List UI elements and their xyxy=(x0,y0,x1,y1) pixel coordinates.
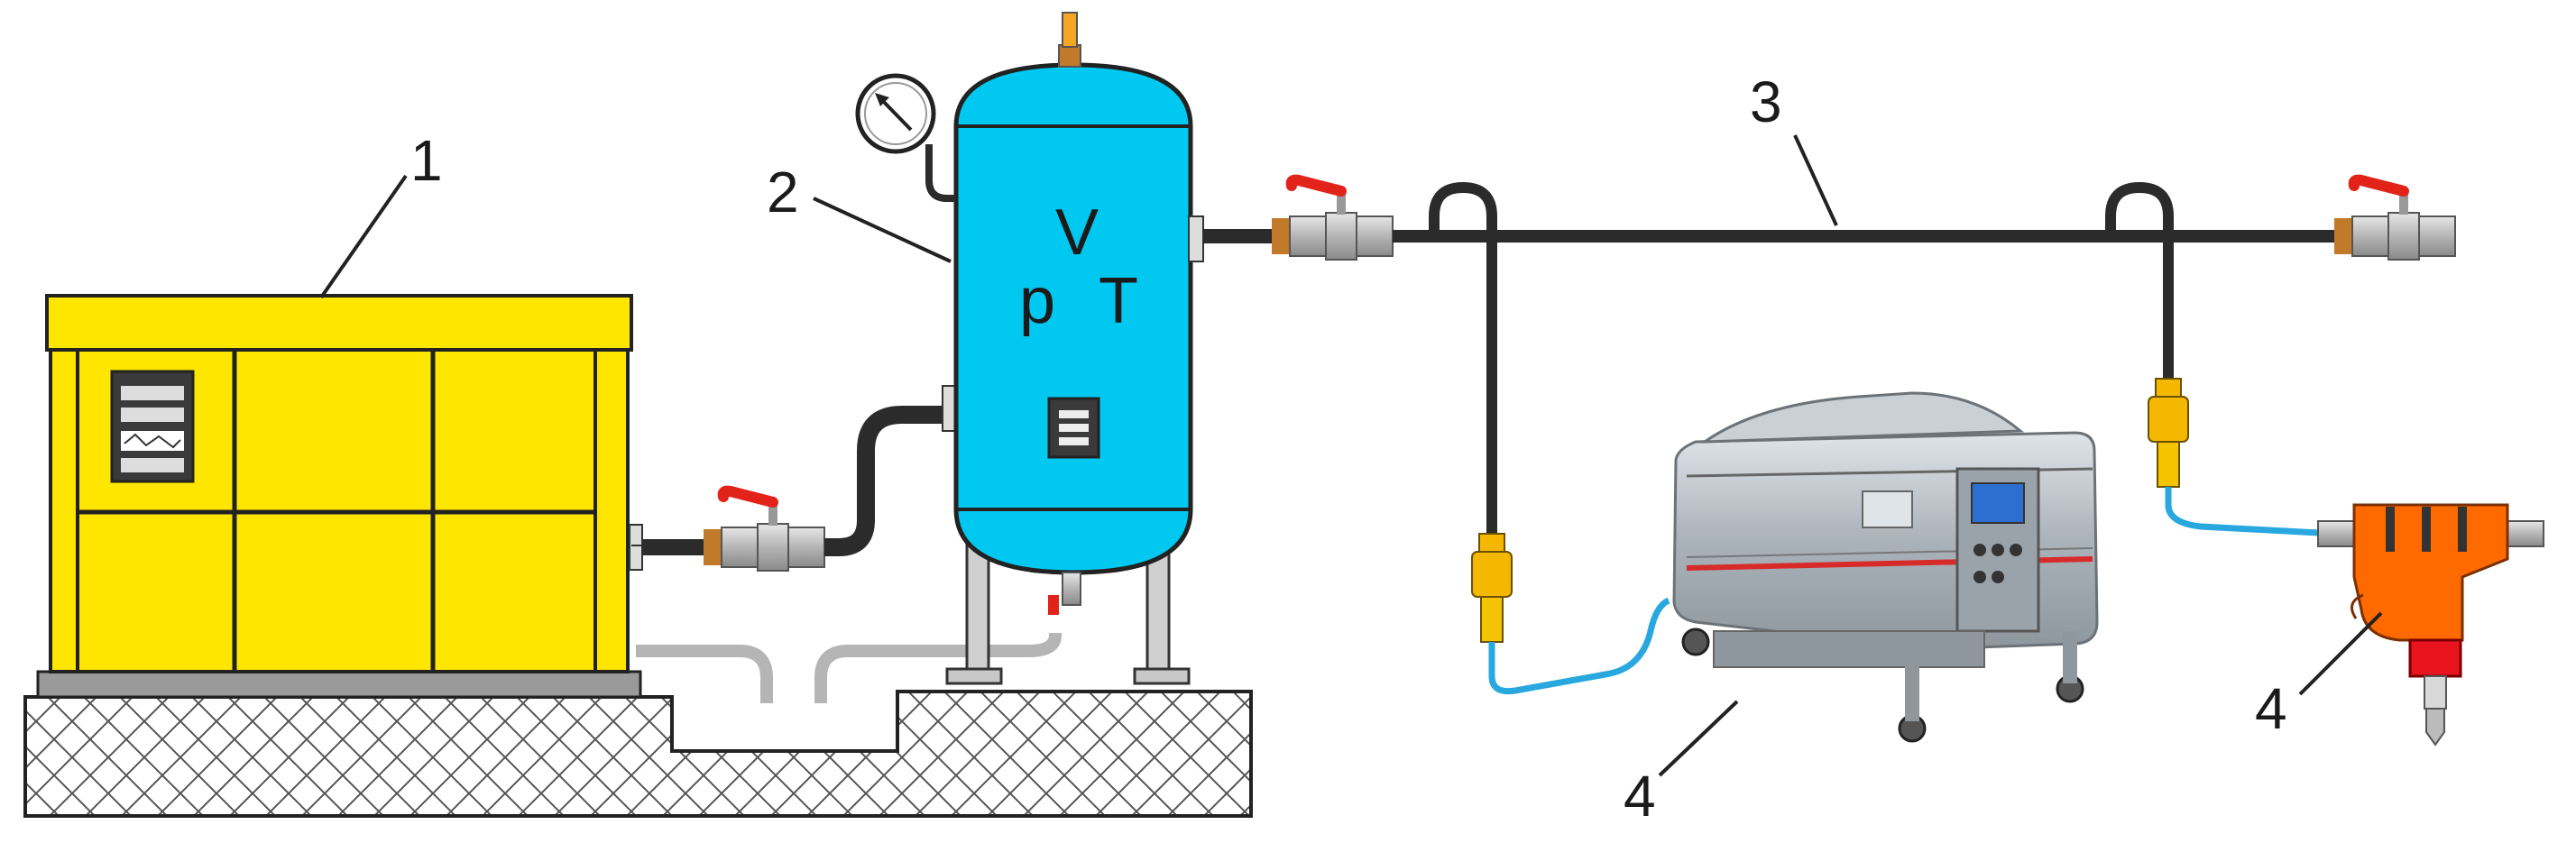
drain-valve-icon xyxy=(1048,572,1081,615)
foundation xyxy=(23,670,1253,818)
control-panel-icon xyxy=(110,370,195,483)
main-pipeline xyxy=(1203,180,2455,270)
quick-coupling-icon xyxy=(2148,378,2189,488)
receiver-display-icon xyxy=(1047,397,1100,459)
safety-valve-icon xyxy=(1058,12,1081,68)
drop-line-machine xyxy=(1471,236,1670,695)
receiver-symbol-temperature: T xyxy=(1099,265,1138,337)
label-consumer-tool: 4 xyxy=(2255,676,2287,741)
label-consumer-machine: 4 xyxy=(1624,764,1656,829)
drain-pipes xyxy=(636,633,1062,703)
receiver-symbol-volume: V xyxy=(1055,197,1099,269)
pneumatic-machine xyxy=(1672,391,2099,743)
compressor-outlet-line xyxy=(642,385,958,571)
pneumatic-tool xyxy=(2317,503,2544,747)
compressor xyxy=(45,294,643,673)
label-compressor: 1 xyxy=(410,128,443,193)
pressure-gauge-icon xyxy=(855,73,956,202)
label-receiver: 2 xyxy=(767,160,799,224)
drop-line-tool xyxy=(2148,236,2337,537)
air-receiver: V p T xyxy=(855,12,1204,685)
quick-coupling-icon xyxy=(1471,533,1513,643)
receiver-symbol-pressure: p xyxy=(1019,265,1055,337)
leader-lines xyxy=(319,134,2383,777)
label-pipeline: 3 xyxy=(1750,69,1782,134)
